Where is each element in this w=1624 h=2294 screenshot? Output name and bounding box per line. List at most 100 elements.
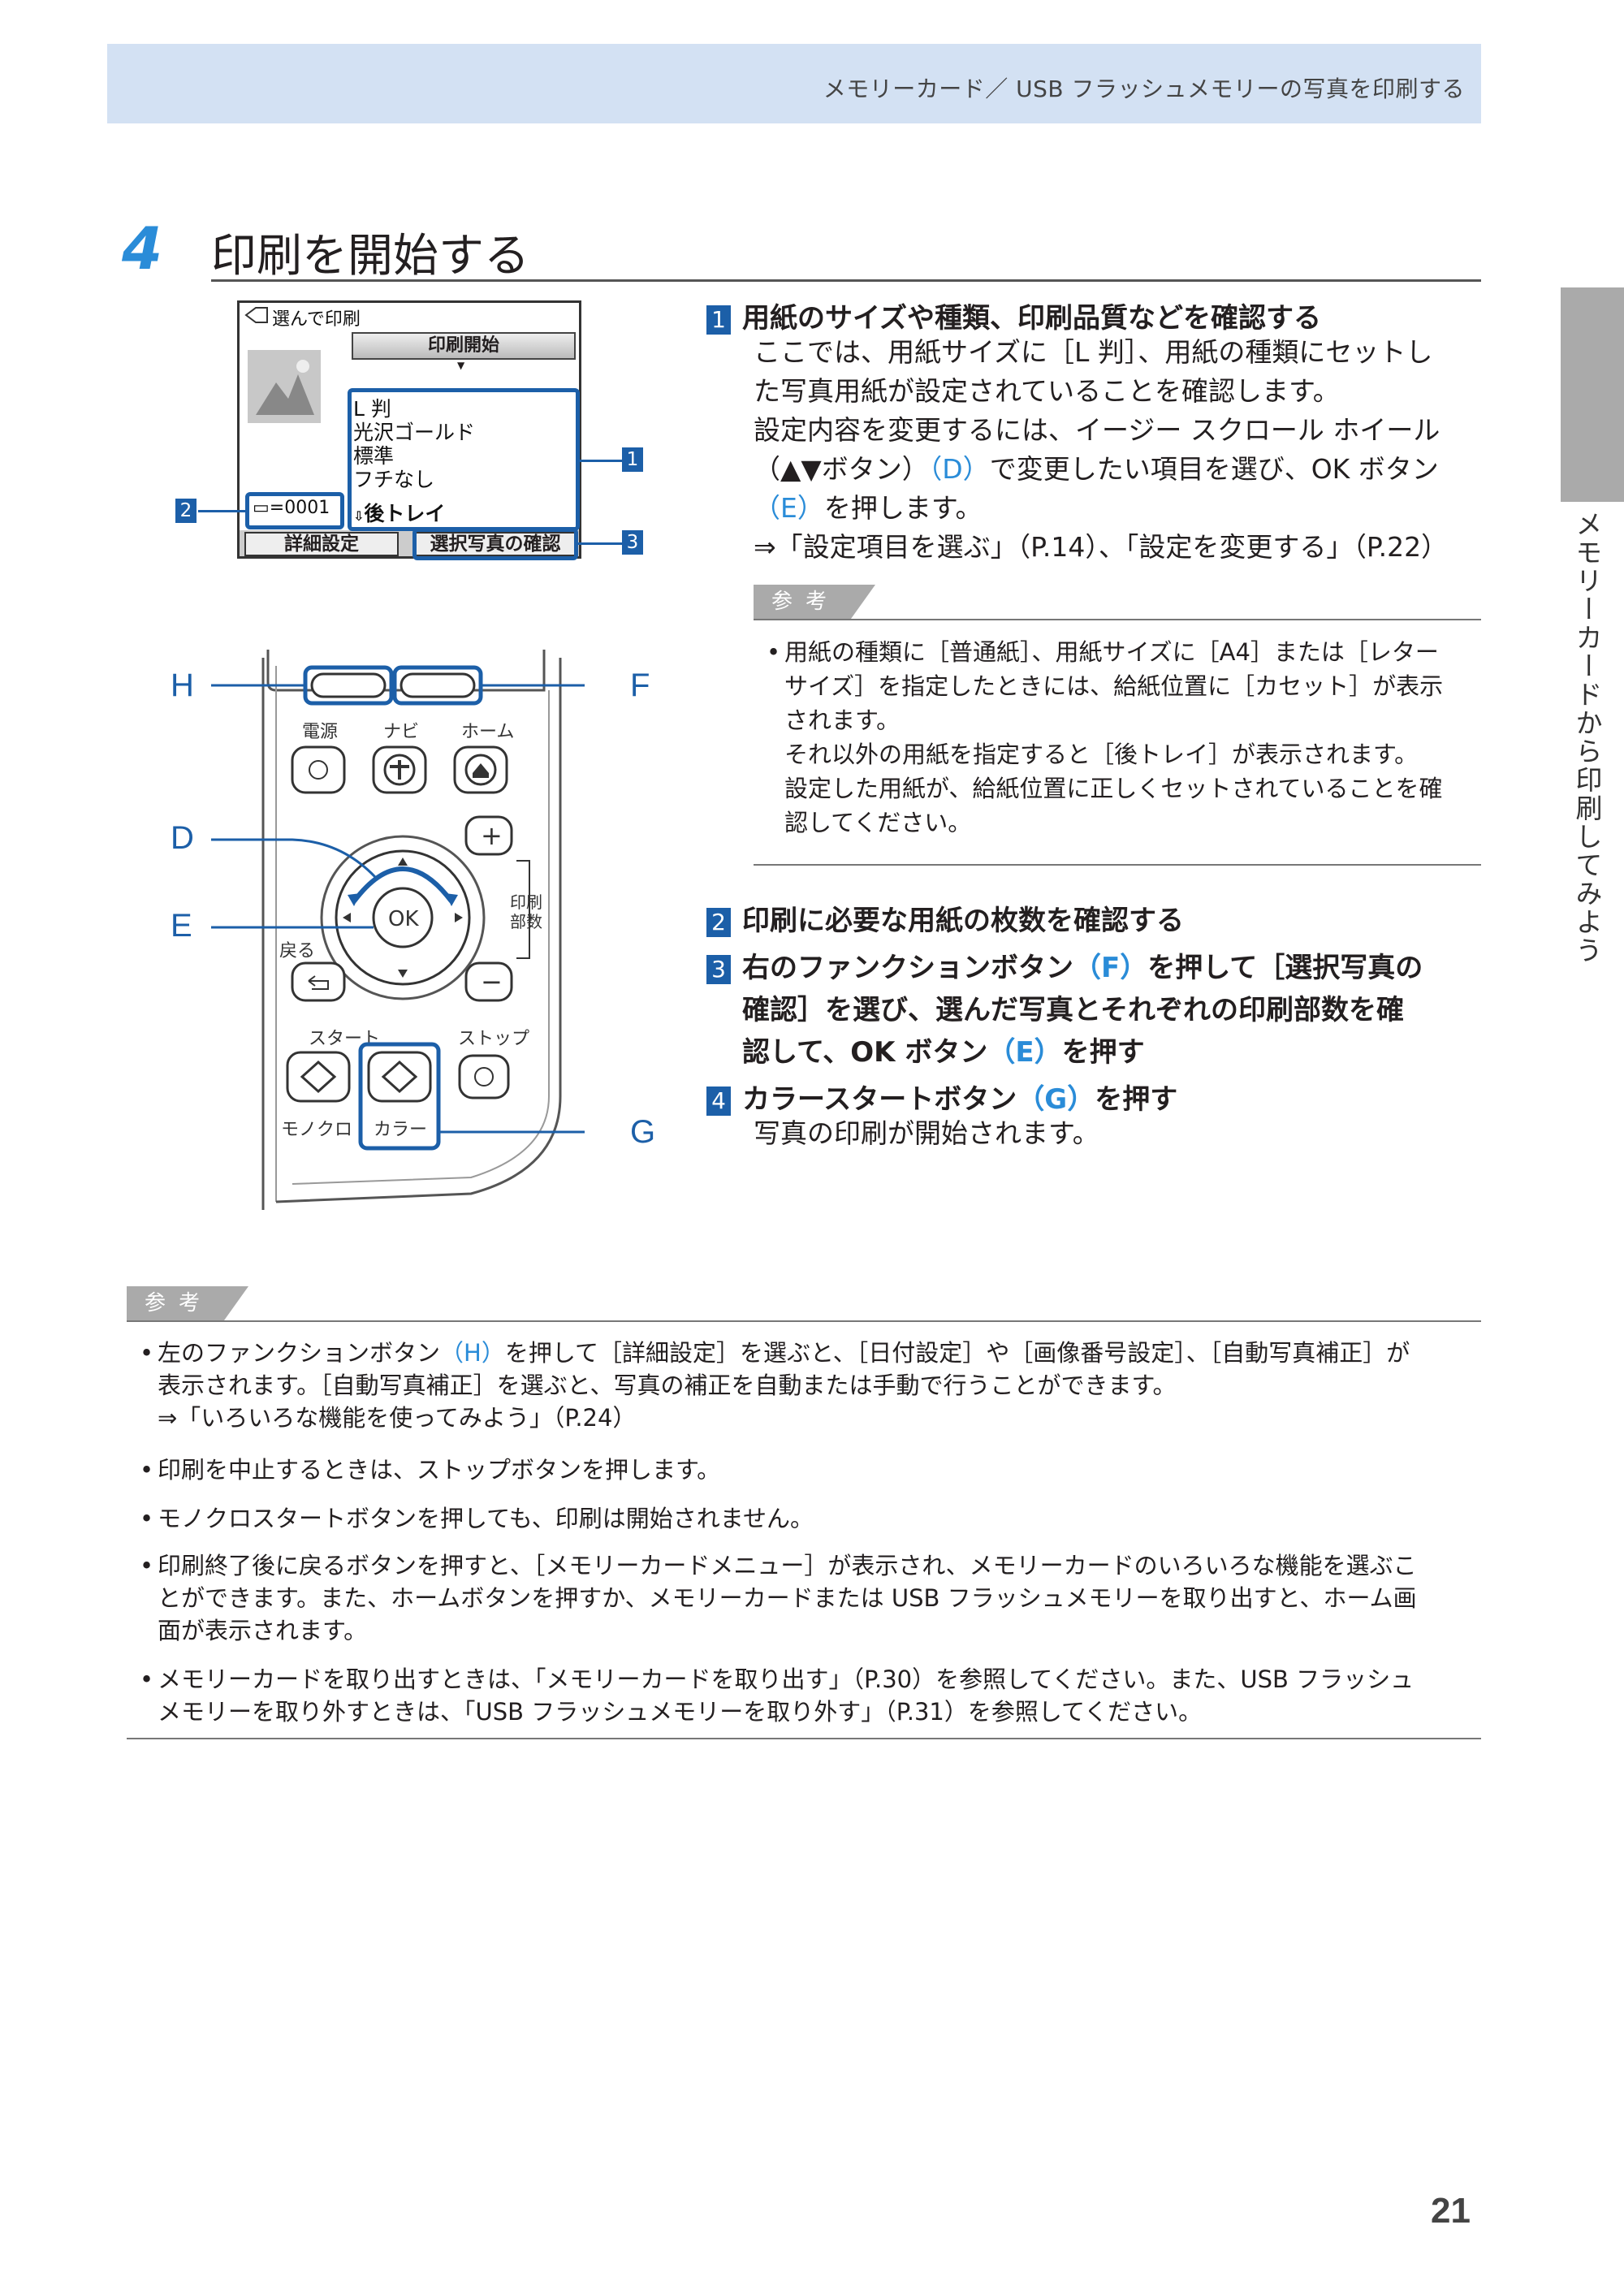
label-d: D (171, 820, 194, 856)
substep-1-body: ここでは、用紙サイズに［L 判］、用紙の種類にセットし た写真用紙が設定されてい… (754, 333, 1484, 567)
copies-label-1: 印刷 (510, 892, 542, 912)
reference-rule-1-bottom (754, 864, 1481, 866)
minus-button-shape (464, 961, 513, 1002)
header-title: メモリーカード／ USB フラッシュメモリーの写真を印刷する (823, 76, 1465, 102)
ref-f: （F） (1073, 952, 1148, 984)
callout-line-2 (198, 510, 245, 512)
substep-4-body: 写真の印刷が開始されます。 (754, 1117, 1099, 1149)
reference-2-note-2: • 印刷を中止するときは、ストップボタンを押します。 (140, 1454, 720, 1486)
reference-1-note: • 用紙の種類に［普通紙］、用紙サイズに［A4］または［レター サイズ］を指定し… (767, 635, 1443, 840)
reference-rule-2-top (127, 1320, 1481, 1322)
tray-icon: ⇩ (353, 508, 365, 524)
lcd-setting-quality: 標準 (353, 444, 395, 468)
stop-button-shape (458, 1054, 510, 1099)
lcd-left-function-button: 詳細設定 (244, 532, 399, 556)
label-g: G (630, 1114, 656, 1150)
wheel-rotation-arrow (352, 866, 454, 903)
substep-2: 2 印刷に必要な用紙の枚数を確認する (706, 898, 1184, 938)
substep-1-number: 1 (706, 305, 731, 335)
color-start-icon (381, 1060, 418, 1094)
reference-2-note-3: • モノクロスタートボタンを押しても、印刷は開始されません。 (140, 1502, 814, 1535)
callout-number-2: 2 (175, 499, 197, 523)
paper-stack-icon: ▭ (253, 498, 270, 518)
label-h: H (171, 667, 194, 703)
callout-number-1: 1 (622, 447, 643, 472)
rotation-arrowhead-right-icon (445, 893, 458, 906)
ref-e: （E） (754, 492, 824, 524)
step-number: 4 (122, 214, 163, 283)
lcd-screen: 選んで印刷 印刷開始 ▼ L 判 光沢ゴールド 標準 フチなし ▭=0001 ⇩… (237, 300, 581, 559)
bullet: • (140, 1552, 154, 1579)
side-tab (1561, 287, 1624, 502)
mono-start-button-shape (286, 1051, 351, 1103)
right-arrow-icon (455, 913, 463, 922)
lcd-setting-border: フチなし (353, 468, 435, 491)
back-arrow-icon (244, 307, 268, 323)
reference-tag-2: 参考 (127, 1286, 248, 1320)
substep-2-title: 印刷に必要な用紙の枚数を確認する (742, 905, 1184, 937)
rotation-arrowhead-left-icon (348, 893, 361, 906)
lcd-start-button: 印刷開始 (352, 332, 576, 360)
photo-icon (248, 350, 321, 423)
right-function-button-shape (400, 672, 476, 698)
lcd-copy-count: ▭=0001 (253, 498, 330, 518)
lcd-title: 選んで印刷 (272, 309, 361, 330)
lcd-setting-media: 光沢ゴールド (353, 421, 476, 444)
plus-icon: + (481, 820, 503, 851)
reference-rule-2-bottom (127, 1738, 1481, 1739)
back-label: 戻る (279, 941, 315, 961)
lcd-setting-size: L 判 (353, 397, 391, 421)
navi-label: ナビ (383, 722, 419, 742)
ref-d: （D） (928, 453, 990, 485)
bullet: • (140, 1339, 154, 1367)
color-label: カラー (374, 1120, 427, 1140)
stop-label: ストップ (458, 1029, 529, 1049)
lcd-tray: ⇩後トレイ (353, 502, 446, 525)
substep-3-number: 3 (706, 954, 731, 984)
copies-bracket (516, 860, 530, 959)
panel-right-inner (292, 690, 550, 1185)
control-panel-illustration: 電源 ナビ ホーム + − 印刷 部数 OK 戻る スタート ストップ モノクロ… (211, 650, 585, 1210)
bullet: • (140, 1456, 154, 1484)
reference-2-note-5: • メモリーカードを取り出すときは、「メモリーカードを取り出す」（P.30）を参… (140, 1663, 1414, 1728)
callout-number-3: 3 (622, 530, 643, 555)
lcd-photo-thumbnail (248, 350, 321, 423)
callout-line-3 (578, 542, 622, 545)
bullet: • (140, 1665, 154, 1693)
back-icon (308, 975, 329, 990)
ref-h: （H） (440, 1339, 505, 1367)
label-f: F (630, 667, 650, 703)
color-start-button-shape (367, 1051, 432, 1103)
label-e: E (171, 908, 192, 944)
callout-line-d (211, 838, 377, 879)
callout-box-1 (348, 388, 580, 531)
substep-1-xref: ⇒「設定項目を選ぶ」（P.14）、「設定を変更する」（P.22） (754, 531, 1449, 563)
mono-label: モノクロ (281, 1120, 352, 1140)
page-number: 21 (1431, 2191, 1471, 2231)
up-arrow-icon (398, 858, 408, 866)
substep-2-number: 2 (706, 907, 731, 937)
navi-icon-cross (390, 760, 409, 780)
down-arrow-icon (398, 970, 408, 978)
reference-2-note-4: • 印刷終了後に戻るボタンを押すと、［メモリーカードメニュー］が表示され、メモリ… (140, 1549, 1417, 1647)
callout-box-3 (412, 528, 578, 560)
ref-g: （G） (1017, 1083, 1095, 1116)
reference-rule-1-top (754, 619, 1481, 620)
home-icon-house (473, 763, 489, 778)
left-arrow-icon (343, 913, 351, 922)
ok-label: OK (388, 907, 419, 931)
stop-icon (474, 1067, 494, 1087)
minus-icon: − (481, 966, 503, 997)
side-tab-label: メモリーカードから印刷してみよう (1571, 510, 1603, 965)
mono-start-icon (300, 1060, 337, 1094)
step-rule (211, 279, 1481, 282)
home-label: ホーム (461, 722, 514, 742)
lcd-down-arrow-icon: ▼ (457, 360, 465, 371)
ok-button-shape (372, 887, 434, 948)
reference-tag-1: 参考 (754, 585, 875, 619)
substep-1-title: 用紙のサイズや種類、印刷品質などを確認する (742, 302, 1321, 335)
panel-right-edge (275, 658, 562, 1203)
step-title: 印刷を開始する (211, 230, 529, 283)
